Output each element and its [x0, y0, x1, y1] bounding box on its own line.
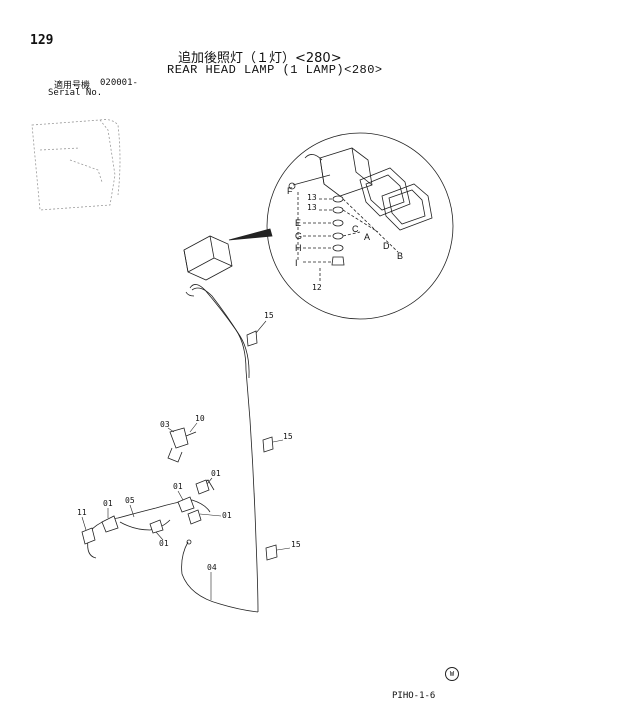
callout-03: 03 [160, 420, 170, 429]
callout-ticks [81, 320, 291, 600]
callout-10: 10 [195, 414, 205, 423]
page-number: 129 [30, 33, 54, 48]
machine-outline [31, 119, 121, 211]
clip-15-middle [262, 436, 274, 453]
callout-i: I [295, 258, 298, 268]
switch-03 [167, 427, 197, 463]
lamp-lens [359, 167, 433, 231]
callout-b: B [397, 251, 403, 261]
callout-a: A [364, 232, 370, 242]
callout-e: E [295, 218, 301, 228]
lamp-assembly [183, 235, 233, 281]
serial-label-jp: 適用号機 [54, 81, 91, 91]
footer-mark: W [445, 667, 459, 681]
detail-circle [266, 132, 454, 320]
callout-13a: 13 [307, 193, 317, 202]
callout-01-e: 01 [159, 539, 169, 548]
footer-code: PIHO-1-6 [392, 691, 436, 701]
callout-g: G [295, 231, 302, 241]
main-callouts: 15 15 15 10 03 01 01 01 01 01 05 11 04 [77, 311, 301, 572]
callout-01-b: 01 [173, 482, 183, 491]
callout-11: 11 [77, 508, 87, 517]
serial-value: 020001- [100, 78, 138, 88]
callout-d: D [383, 241, 390, 251]
callout-h: H [295, 243, 302, 253]
callout-c: C [352, 224, 359, 234]
detail-leader [228, 228, 273, 241]
callout-12: 12 [312, 283, 322, 292]
lamp-housing [304, 147, 373, 197]
leader-lines [297, 192, 399, 283]
bolt-f [288, 174, 331, 190]
harness-04 [181, 539, 259, 613]
callout-01-c: 01 [103, 499, 113, 508]
callout-15-upper: 15 [264, 311, 274, 320]
callout-01-a: 01 [211, 469, 221, 478]
clip-15-upper [246, 330, 258, 347]
serial-label-en: Serial No. [48, 88, 103, 98]
hardware-stack [331, 195, 345, 266]
callout-15-middle: 15 [283, 432, 293, 441]
callout-15-lower: 15 [291, 540, 301, 549]
callout-05: 05 [125, 496, 135, 505]
callout-04: 04 [207, 563, 217, 572]
page-title-en: REAR HEAD LAMP (1 LAMP)<280> [167, 63, 383, 77]
clip-15-lower [265, 544, 278, 561]
detail-callouts: F 13 13 E G H I C A D B 12 [287, 186, 403, 292]
connectors [81, 479, 210, 545]
harness-main [185, 284, 259, 613]
page-title-jp: 追加後照灯（１灯）<280> [178, 51, 342, 66]
callout-f: F [287, 186, 293, 196]
callout-01-d: 01 [222, 511, 232, 520]
callout-13b: 13 [307, 203, 317, 212]
